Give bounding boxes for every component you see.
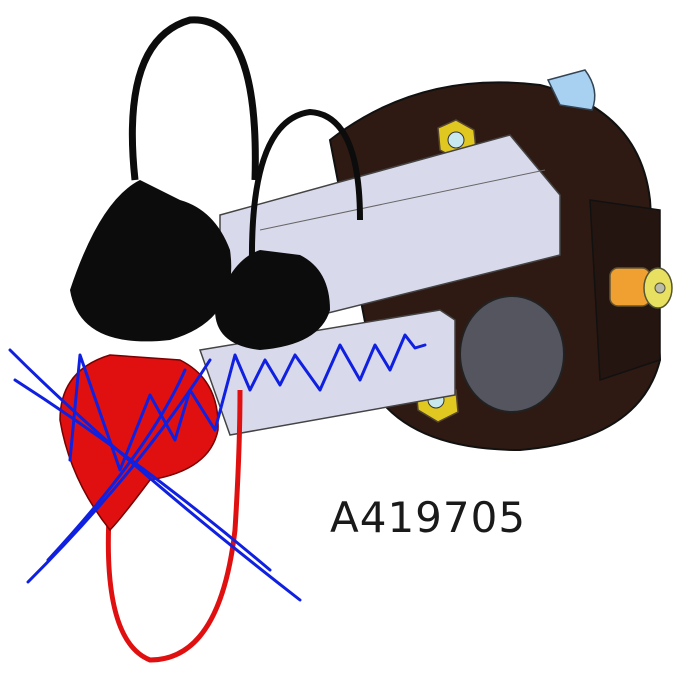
blue-fitting xyxy=(546,69,596,111)
part-number-label: A419705 xyxy=(330,493,527,542)
gauge-port xyxy=(459,295,565,413)
pen-scribble xyxy=(8,333,427,602)
black-cap-left xyxy=(70,16,259,342)
orange-fitting xyxy=(609,267,673,309)
red-cap xyxy=(59,354,243,663)
black-cap-right xyxy=(215,108,363,350)
